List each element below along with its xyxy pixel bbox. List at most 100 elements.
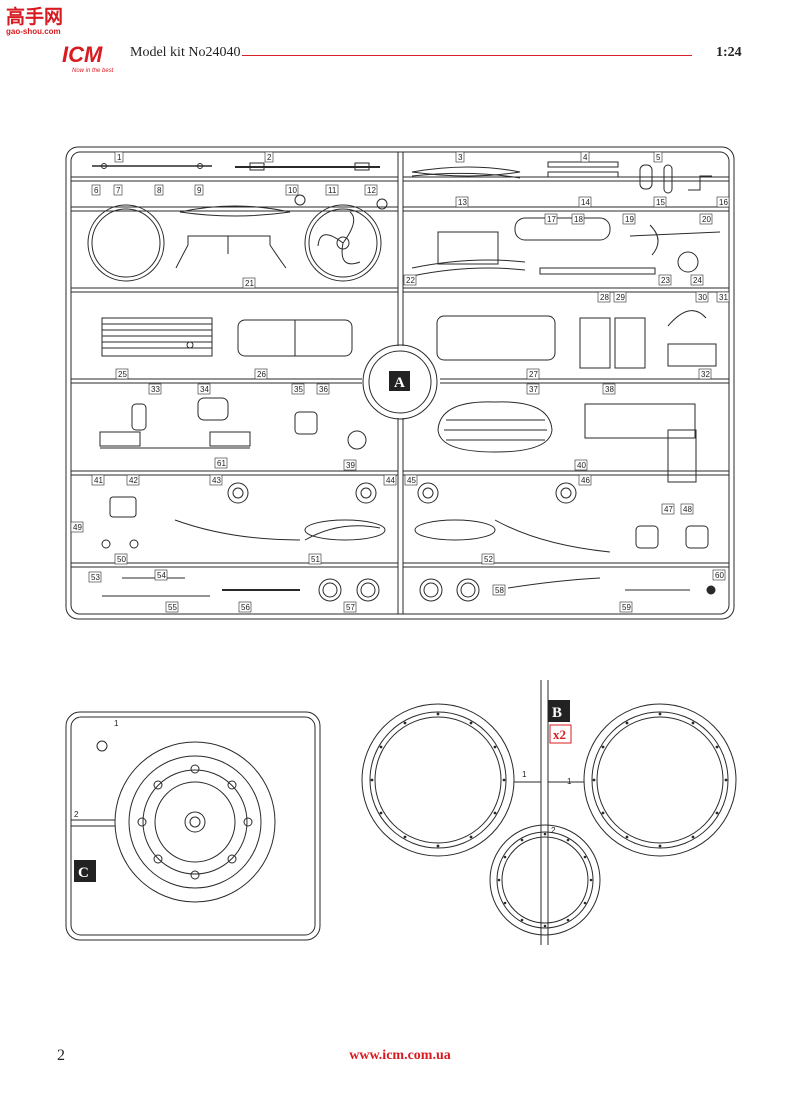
sprue-a-row6-parts	[102, 577, 716, 602]
part-label-42: 42	[126, 474, 140, 486]
part-label-1: 1	[114, 151, 124, 163]
part-label-55: 55	[165, 601, 179, 613]
part-number: 8	[157, 186, 162, 195]
part-label-33: 33	[148, 383, 162, 395]
sprue-a-row2-parts	[87, 194, 721, 282]
part-label-52: 52	[481, 553, 495, 565]
sprue-c-letter: C	[78, 865, 89, 881]
part-number: 47	[664, 505, 673, 514]
part-number: 39	[346, 461, 355, 470]
sprue-b-label: B x2	[548, 700, 572, 744]
part-number: 14	[581, 198, 590, 207]
sprue-a-label: A	[389, 371, 410, 391]
part-label-34: 34	[197, 383, 211, 395]
part-number: 13	[458, 198, 467, 207]
part-label-20: 20	[699, 213, 713, 225]
part-number: 3	[458, 153, 463, 162]
part-label-6: 6	[91, 184, 101, 196]
part-label-15: 15	[653, 196, 667, 208]
footer-url[interactable]: www.icm.com.ua	[349, 1048, 451, 1063]
part-label-14: 14	[578, 196, 592, 208]
part-number: 49	[73, 523, 82, 532]
part-number: 58	[495, 586, 504, 595]
part-label-60: 60	[712, 569, 726, 581]
part-number: 4	[583, 153, 588, 162]
part-number: 26	[257, 370, 266, 379]
part-label-39: 39	[343, 459, 357, 471]
part-label-38: 38	[602, 383, 616, 395]
part-number: 41	[94, 476, 103, 485]
logo-text: ICM	[62, 42, 103, 67]
part-label-49: 49	[70, 521, 84, 533]
part-label-3: 3	[455, 151, 465, 163]
part-number: 23	[661, 276, 670, 285]
part-label-61: 61	[214, 457, 228, 469]
sprue-c-frame	[65, 711, 321, 941]
part-number: 61	[217, 459, 226, 468]
part-label-27: 27	[526, 368, 540, 380]
part-label-48: 48	[680, 503, 694, 515]
sprue-b-quantity: x2	[553, 727, 566, 742]
kit-title: Model kit No24040	[130, 45, 241, 60]
part-number: 42	[129, 476, 138, 485]
part-number: 36	[319, 385, 328, 394]
part-label-12: 12	[364, 184, 378, 196]
part-label-21: 21	[242, 277, 256, 289]
part-label-17: 17	[544, 213, 558, 225]
part-label: 2	[74, 810, 79, 819]
part-number: 9	[197, 186, 202, 195]
sprue-b-frame	[361, 680, 737, 945]
watermark-logo: 高手网	[6, 4, 76, 33]
part-number: 55	[168, 603, 177, 612]
part-number: 37	[529, 385, 538, 394]
part-number: 18	[574, 215, 583, 224]
sprue-a-frame	[65, 146, 735, 620]
sprue-a-row5-parts	[101, 482, 709, 553]
part-number: 17	[547, 215, 556, 224]
part-label-4: 4	[580, 151, 590, 163]
part-number: 19	[625, 215, 634, 224]
part-number: 12	[367, 186, 376, 195]
part-label-35: 35	[291, 383, 305, 395]
part-label-36: 36	[316, 383, 330, 395]
part-number: 59	[622, 603, 631, 612]
part-label-47: 47	[661, 503, 675, 515]
part-label-40: 40	[574, 459, 588, 471]
part-label-29: 29	[613, 291, 627, 303]
part-label: 1	[114, 719, 119, 728]
part-label-44: 44	[383, 474, 397, 486]
part-label: 1	[567, 777, 572, 786]
part-label-45: 45	[404, 474, 418, 486]
page-number: 2	[57, 1047, 65, 1064]
part-number: 31	[719, 293, 728, 302]
part-label-41: 41	[91, 474, 105, 486]
part-number: 51	[311, 555, 320, 564]
sprue-c-label: C	[74, 860, 96, 882]
watermark-graphic: 高手网	[6, 5, 63, 28]
part-number: 5	[656, 153, 661, 162]
part-number: 57	[346, 603, 355, 612]
part-label-7: 7	[113, 184, 123, 196]
part-label-19: 19	[622, 213, 636, 225]
part-label-58: 58	[492, 584, 506, 596]
part-label-53: 53	[88, 571, 102, 583]
part-number: 33	[151, 385, 160, 394]
part-number: 28	[600, 293, 609, 302]
icm-logo: ICM Now in the best	[58, 38, 126, 76]
part-label-37: 37	[526, 383, 540, 395]
part-label-8: 8	[154, 184, 164, 196]
part-label-5: 5	[653, 151, 663, 163]
part-label-46: 46	[578, 474, 592, 486]
part-number: 21	[245, 279, 254, 288]
part-number: 60	[715, 571, 724, 580]
part-label-10: 10	[285, 184, 299, 196]
part-number: 34	[200, 385, 209, 394]
part-label-16: 16	[716, 196, 730, 208]
watermark-chars: 高手网	[6, 5, 63, 28]
part-number: 30	[698, 293, 707, 302]
part-label-51: 51	[308, 553, 322, 565]
part-number: 24	[693, 276, 702, 285]
part-number: 50	[117, 555, 126, 564]
part-label-13: 13	[455, 196, 469, 208]
